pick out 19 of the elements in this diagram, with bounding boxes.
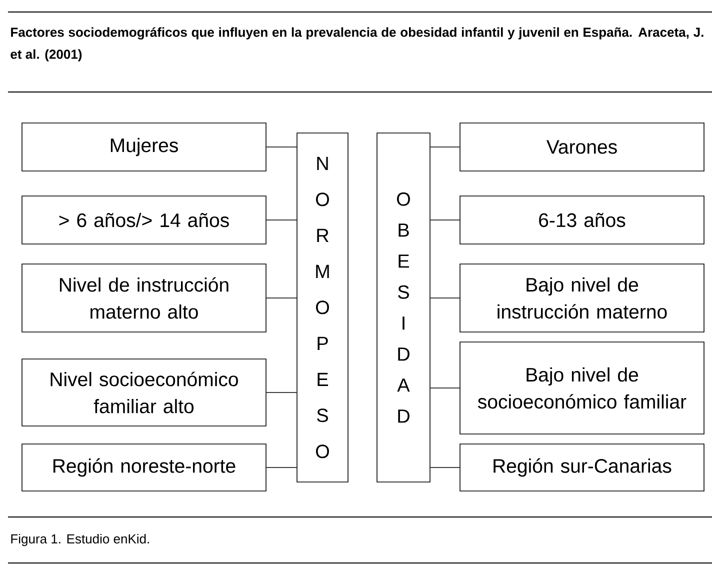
factor-box: 6-13 años — [460, 196, 704, 244]
title: Factores sociodemográficos que influyen en la prevalencia de obesidad infantil y juvenil en España. Araceta, J. et al. (2001) — [10, 27, 704, 62]
factor-box: > 6 años/> 14 años — [22, 196, 266, 244]
factor-box: Mujeres — [22, 122, 266, 172]
caption: Figura 1. Estudio enKid. — [11, 534, 149, 546]
factor-box: Varones — [460, 122, 704, 172]
factor-box: Nivel de instrucción materno alto — [22, 264, 266, 332]
connector-line — [430, 146, 460, 148]
factor-box: Nivel socioeconómico familiar alto — [22, 358, 266, 426]
connector-line — [266, 392, 297, 393]
connector-line — [266, 146, 297, 148]
factor-box: Región sur-Canarias — [460, 444, 704, 492]
factor-box: Bajo nivel de instrucción materno — [460, 264, 704, 332]
factor-box: Región noreste-norte — [22, 444, 266, 492]
vertical-bar: NORMOPESO — [296, 132, 348, 482]
vertical-bar: OBESIDAD — [376, 132, 430, 482]
factor-box: Bajo nivel de socioeconómico familiar — [460, 342, 704, 434]
connector-line — [430, 467, 460, 468]
connector-line — [266, 467, 297, 468]
